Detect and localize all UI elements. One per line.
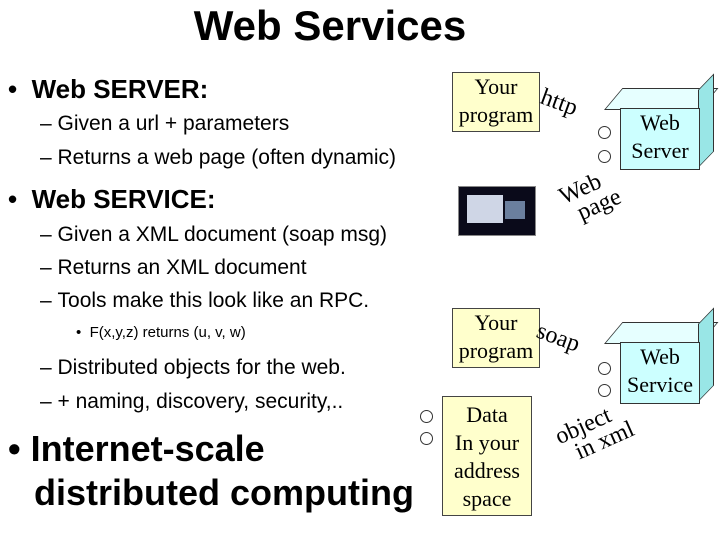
internet-scale-line1: Internet-scale: [30, 428, 265, 469]
soap-label: soap: [533, 318, 584, 358]
data-address-space-box: Data In your address space: [442, 396, 532, 516]
your-program-line1: Your: [474, 74, 518, 99]
your-program-line2: program: [458, 102, 534, 127]
web-server-line1: Web: [640, 110, 680, 135]
web-service-box: Web Service: [620, 342, 700, 404]
data-line4: space: [462, 486, 512, 511]
sub-sub-bullet-label: F(x,y,z) returns (u, v, w): [89, 324, 246, 341]
sub-bullet-label: Returns a web page (often dynamic): [57, 146, 397, 169]
data-line3: address: [454, 458, 520, 483]
data-port-icon: [420, 410, 433, 423]
bullet-internet-scale: • Internet-scale: [8, 428, 265, 469]
bullet-web-service-label: Web SERVICE:: [31, 184, 216, 214]
server-port-icon: [598, 126, 611, 139]
sub-bullet-label: Given a XML document (soap msg): [57, 223, 388, 246]
web-server-side: [698, 73, 714, 168]
sub-bullet-label: Returns an XML document: [57, 256, 307, 279]
data-port-icon: [420, 432, 433, 445]
web-server-box: Web Server: [620, 108, 700, 170]
sub-bullet-label: Distributed objects for the web.: [57, 356, 346, 379]
service-port-icon: [598, 384, 611, 397]
http-label: http: [537, 84, 582, 122]
sub-bullet: – Given a url + parameters: [40, 112, 290, 135]
screenshot-panel: [505, 201, 525, 219]
sub-bullet: – Returns a web page (often dynamic): [40, 146, 397, 169]
data-line2: In your: [454, 430, 520, 455]
internet-scale-line2: distributed computing: [34, 472, 414, 513]
sub-bullet: – Distributed objects for the web.: [40, 356, 346, 379]
bullet-web-service: • Web SERVICE:: [8, 184, 216, 214]
web-service-line1: Web: [640, 344, 680, 369]
sub-bullet-label: Given a url + parameters: [57, 112, 290, 135]
sub-bullet: – Returns an XML document: [40, 256, 307, 279]
web-service-line2: Service: [627, 372, 693, 397]
your-program-box-2: Your program: [452, 308, 540, 368]
sub-bullet: – + naming, discovery, security,..: [40, 390, 344, 413]
your-program-2-line1: Your: [474, 310, 518, 335]
data-line1: Data: [466, 402, 508, 427]
web-server-line2: Server: [631, 138, 689, 163]
bullet-web-server: • Web SERVER:: [8, 74, 209, 104]
web-page-label: Web page: [555, 166, 625, 229]
sub-bullet-label: Tools make this look like an RPC.: [57, 289, 370, 312]
object-in-xml-label: object in xml: [551, 398, 638, 468]
sub-bullet: – Given a XML document (soap msg): [40, 223, 388, 246]
bullet-web-server-label: Web SERVER:: [31, 74, 209, 104]
sub-sub-bullet: • F(x,y,z) returns (u, v, w): [76, 324, 246, 341]
page-title: Web Services: [193, 2, 467, 49]
web-page-screenshot: [458, 186, 536, 236]
sub-bullet: – Tools make this look like an RPC.: [40, 289, 370, 312]
sub-bullet-label: + naming, discovery, security,..: [57, 390, 344, 413]
web-service-side: [698, 307, 714, 402]
your-program-box: Your program: [452, 72, 540, 132]
screenshot-window: [467, 195, 503, 223]
server-port-icon: [598, 150, 611, 163]
your-program-2-line2: program: [458, 338, 534, 363]
service-port-icon: [598, 362, 611, 375]
